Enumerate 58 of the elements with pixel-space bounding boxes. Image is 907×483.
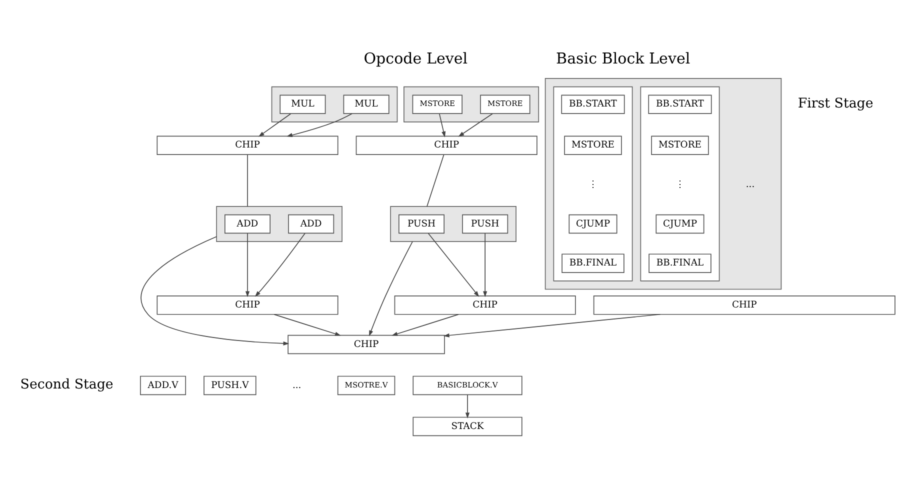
label: Opcode Level bbox=[364, 49, 468, 68]
arrow bbox=[443, 313, 661, 337]
node-box: MUL bbox=[280, 94, 326, 114]
cluster bbox=[640, 86, 720, 281]
node-box: ADD bbox=[288, 214, 334, 234]
node-box: CHIP bbox=[593, 295, 896, 314]
arrow bbox=[483, 232, 488, 297]
label: ⋮ bbox=[588, 178, 598, 190]
arrow bbox=[458, 112, 493, 136]
arrow bbox=[428, 232, 480, 296]
node-box: STACK bbox=[412, 416, 522, 436]
node-box: MSTORE bbox=[412, 94, 462, 114]
label: ⋮ bbox=[675, 178, 684, 190]
label: Basic Block Level bbox=[556, 49, 690, 68]
node-box: PUSH.V bbox=[204, 375, 256, 395]
node-box: BASICBLOCK.V bbox=[412, 375, 522, 395]
label: ... bbox=[292, 379, 302, 390]
arrow bbox=[286, 112, 352, 137]
node-box: PUSH bbox=[462, 214, 508, 234]
node-box: CHIP bbox=[394, 295, 576, 314]
label: First Stage bbox=[798, 96, 874, 112]
node-box: MSTORE bbox=[480, 94, 530, 114]
arrow bbox=[258, 112, 292, 136]
node-box: CHIP bbox=[156, 135, 338, 154]
cluster bbox=[216, 206, 342, 242]
node-box: CHIP bbox=[156, 295, 338, 314]
label: ... bbox=[746, 178, 755, 190]
node-box: MUL bbox=[343, 94, 390, 114]
node-box: MSTORE bbox=[564, 135, 622, 154]
node-box: CHIP bbox=[356, 135, 538, 154]
node-box: ADD bbox=[224, 214, 271, 234]
node-box: CJUMP bbox=[656, 214, 704, 234]
node-box: PUSH bbox=[398, 214, 444, 234]
cluster bbox=[390, 206, 516, 242]
connector bbox=[247, 154, 248, 206]
arrow bbox=[140, 236, 290, 346]
node-box: ADD.V bbox=[140, 375, 186, 395]
arrow bbox=[439, 113, 446, 137]
node-box: MSTORE bbox=[651, 135, 709, 154]
node-box: BB.START bbox=[561, 94, 625, 114]
node-box: CJUMP bbox=[568, 214, 618, 234]
arrow bbox=[369, 240, 413, 336]
node-box: MSOTRE.V bbox=[337, 375, 396, 395]
node-box: CHIP bbox=[288, 334, 445, 354]
arrow bbox=[245, 232, 250, 297]
arrow bbox=[465, 394, 470, 418]
connector bbox=[426, 154, 444, 206]
cluster bbox=[544, 78, 782, 290]
cluster bbox=[553, 86, 633, 281]
cluster bbox=[404, 86, 540, 122]
node-box: BB.START bbox=[648, 94, 712, 114]
node-box: BB.FINAL bbox=[562, 253, 624, 272]
cluster bbox=[271, 86, 398, 122]
label: Second Stage bbox=[20, 377, 114, 392]
arrow bbox=[274, 314, 341, 336]
node-box: BB.FINAL bbox=[648, 253, 712, 272]
arrow bbox=[254, 232, 306, 296]
arrow bbox=[392, 314, 459, 336]
